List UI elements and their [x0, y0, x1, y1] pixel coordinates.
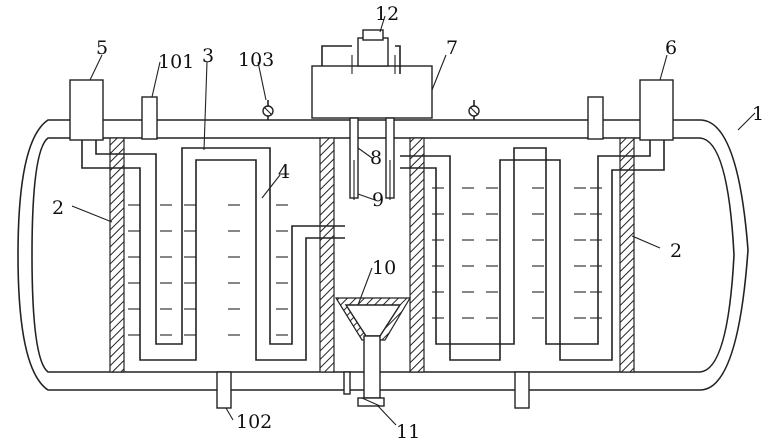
- tank-shell: [18, 120, 748, 390]
- label-8: 8: [370, 147, 382, 169]
- label-2-left: 2: [52, 197, 64, 219]
- label-6: 6: [665, 37, 677, 59]
- label-102: 102: [236, 411, 272, 433]
- inlet-pipe-5: [70, 80, 103, 140]
- label-3: 3: [202, 45, 214, 67]
- label-7: 7: [446, 37, 458, 59]
- drain-102: [217, 372, 231, 408]
- left-fins-4: [128, 205, 288, 335]
- label-103: 103: [238, 49, 274, 71]
- valve-right-top: [469, 100, 479, 120]
- port-right-top: [588, 97, 603, 139]
- label-12: 12: [375, 3, 399, 25]
- label-4: 4: [278, 161, 290, 183]
- drain-right: [515, 372, 529, 408]
- label-11: 11: [396, 421, 420, 443]
- label-101: 101: [158, 51, 194, 73]
- motor-12: [358, 30, 388, 66]
- outlet-pipe-6: [640, 80, 673, 140]
- port-101: [142, 97, 157, 139]
- label-5: 5: [96, 37, 108, 59]
- valve-103: [263, 100, 273, 120]
- label-10: 10: [372, 257, 396, 279]
- label-1: 1: [752, 103, 764, 125]
- label-9: 9: [372, 189, 384, 211]
- right-fins: [432, 188, 602, 318]
- label-2-right: 2: [670, 240, 682, 262]
